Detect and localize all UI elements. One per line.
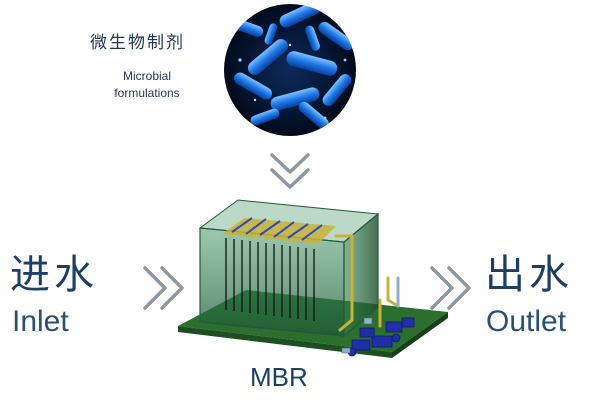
mbr-label: MBR <box>250 362 308 392</box>
chevron-down-icon <box>270 153 310 189</box>
chevron-right-icon-outlet <box>430 266 471 310</box>
microbial-title-en-line1: Microbial <box>122 69 171 83</box>
microbial-title-cn: 微生物制剂 <box>90 33 185 53</box>
chevron-right-icon-inlet <box>143 266 184 310</box>
bacteria-image <box>224 4 356 136</box>
mbr-unit-image <box>178 199 448 358</box>
outlet-label-en: Outlet <box>486 305 567 338</box>
outlet-label-cn: 出水 <box>485 252 573 298</box>
microbial-title-en: Microbial formulations <box>88 68 206 102</box>
inlet-label-en: Inlet <box>12 305 69 338</box>
inlet-label-cn: 进水 <box>10 252 98 298</box>
microbial-title-en-line2: formulations <box>114 86 180 100</box>
